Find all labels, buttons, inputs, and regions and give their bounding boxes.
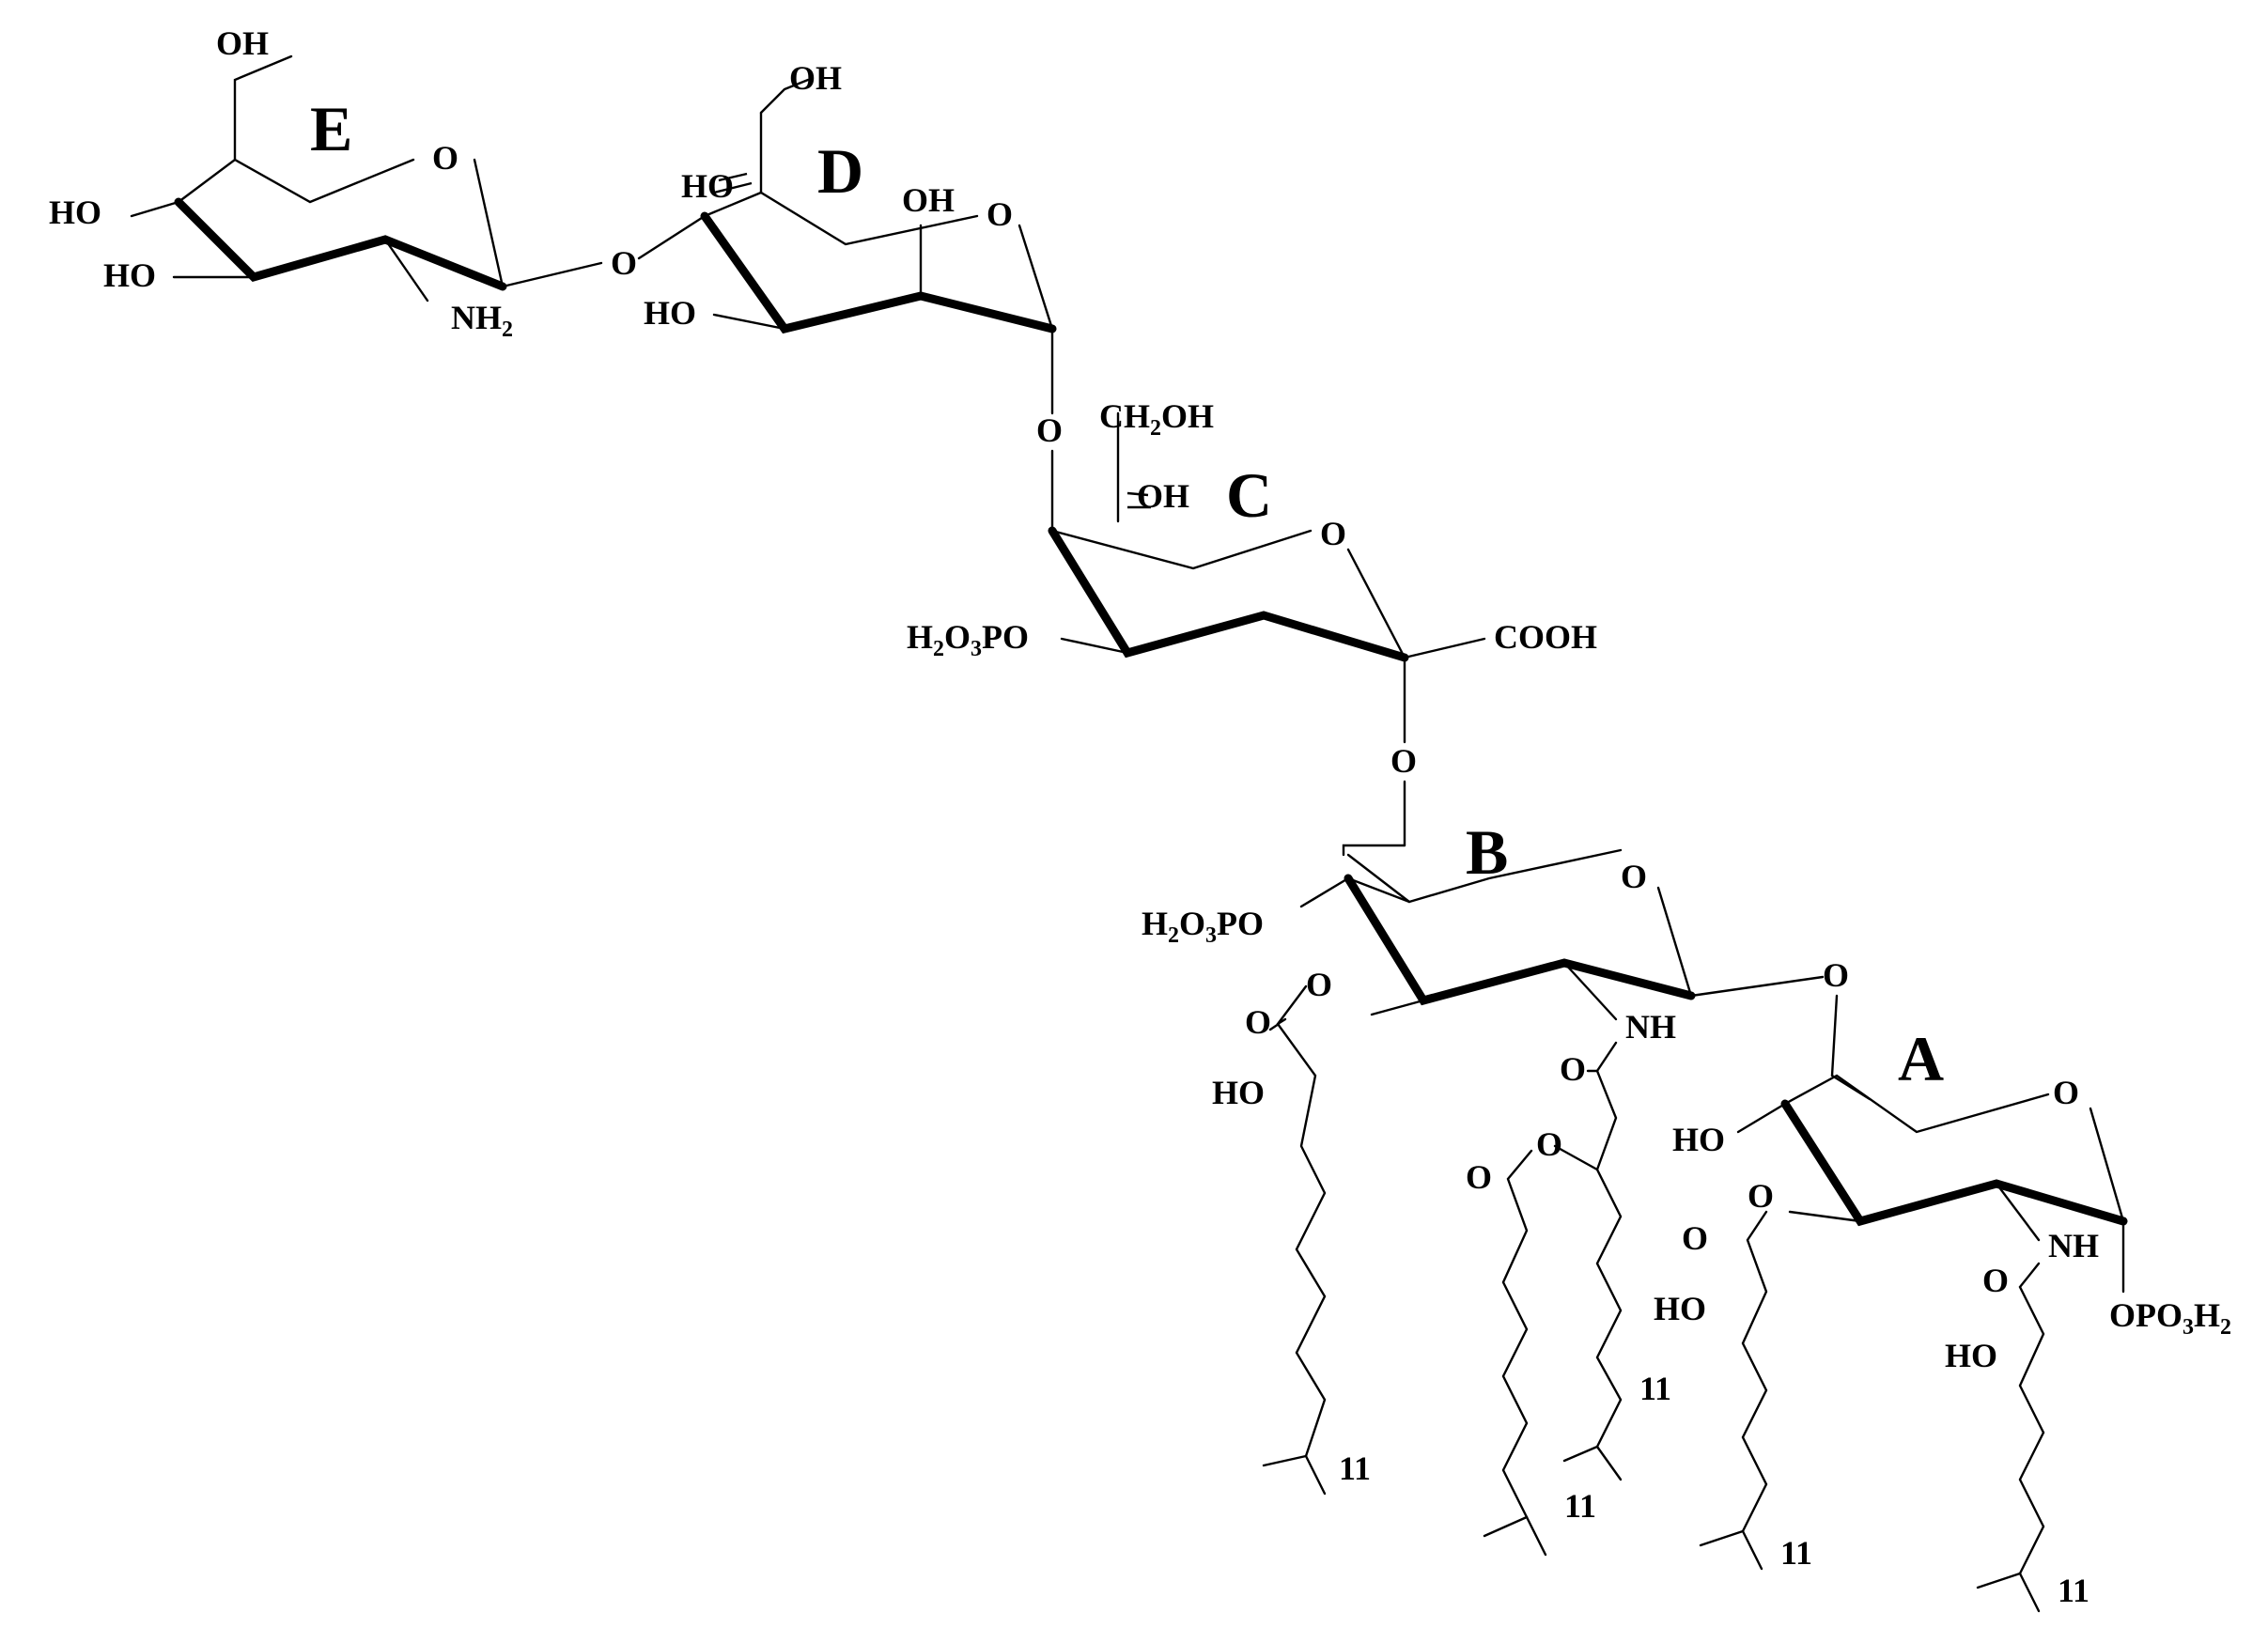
chain-count-a-amide: 11 [2058,1572,2089,1609]
ring-c: C O CH2OH OH H2O3PO COOH [907,397,1597,744]
ring-e-ho-bottom: HO [103,256,156,294]
glycosidic-oxygen-e-d: O [611,244,637,282]
ring-d-ho-upper: HO [681,167,734,205]
ring-b-acyloxy-oxygen: O [1536,1125,1562,1163]
ring-a-ester-carbonyl: O [1682,1219,1708,1257]
glycosidic-oxygen-d-c: O [1036,411,1063,449]
ring-b-ester-oxygen: O [1306,966,1332,1003]
ring-label-e: E [310,93,352,164]
ring-label-a: A [1898,1023,1944,1094]
ring-b-amide-nh: NH [1625,1008,1676,1046]
ring-b-ester-ho: HO [1212,1074,1265,1111]
ring-a-ester-ho: HO [1654,1290,1706,1327]
ring-d-ho-lower: HO [644,294,696,332]
ring-a-amide-carbonyl: O [1982,1262,2009,1299]
ring-b-amide-chain: O O O 11 11 [1466,1041,1671,1557]
ring-e-oxygen: O [432,139,458,177]
ring-d-oh-right: OH [902,181,955,219]
ring-b-oxygen: O [1621,858,1647,895]
ring-a-oxygen: O [2053,1074,2079,1111]
ring-label-d: D [817,135,863,207]
ring-c-acid: COOH [1494,618,1597,656]
ring-d: D O OH HO OH HO [644,59,1057,415]
chain-count-b-ester: 11 [1339,1449,1371,1487]
ring-a-amide-ho: HO [1945,1337,1997,1374]
glycosidic-oxygen-c-b: O [1390,742,1417,780]
chain-count-b-amide: 11 [1639,1370,1671,1407]
ring-d-oh-top: OH [789,59,842,97]
ring-a-ester-chain: O HO 11 [1654,1210,1812,1572]
ring-a: A O HO O NH OPO3H2 [1672,1023,2231,1340]
ring-b: B O H2O3PO O NH [1142,816,1825,1046]
ring-a-phosphate: OPO3H2 [2109,1296,2231,1340]
ring-label-b: B [1466,816,1508,888]
ring-b-phosphate: H2O3PO [1142,905,1264,948]
ring-a-amide-nh: NH [2048,1227,2099,1264]
ring-e-amine: NH2 [451,299,513,342]
ring-d-oxygen: O [986,195,1013,233]
ring-c-hydroxymethyl: CH2OH [1099,397,1214,441]
ring-a-ho: HO [1672,1121,1725,1158]
chain-count-b-acyloxy: 11 [1564,1487,1596,1525]
ring-a-amide-chain: O HO 11 [1945,1262,2089,1613]
ring-e: E O OH HO HO NH2 [49,24,603,342]
ring-label-c: C [1226,459,1272,531]
ring-b-ester-chain: O HO 11 [1212,984,1371,1496]
glycosidic-oxygen-b-a: O [1823,956,1849,994]
ring-b-acyloxy-carbonyl: O [1466,1158,1492,1196]
ring-e-oh-top: OH [216,24,269,62]
ring-e-ho-left: HO [49,194,101,231]
ring-c-oh: OH [1137,477,1189,515]
chain-count-a-ester: 11 [1780,1534,1812,1572]
ring-b-amide-carbonyl: O [1560,1050,1586,1088]
ring-a-ester-oxygen: O [1748,1177,1774,1215]
ring-c-phosphate: H2O3PO [907,618,1029,661]
ring-b-ester-carbonyl: O [1245,1003,1271,1041]
ring-c-oxygen: O [1320,515,1346,552]
